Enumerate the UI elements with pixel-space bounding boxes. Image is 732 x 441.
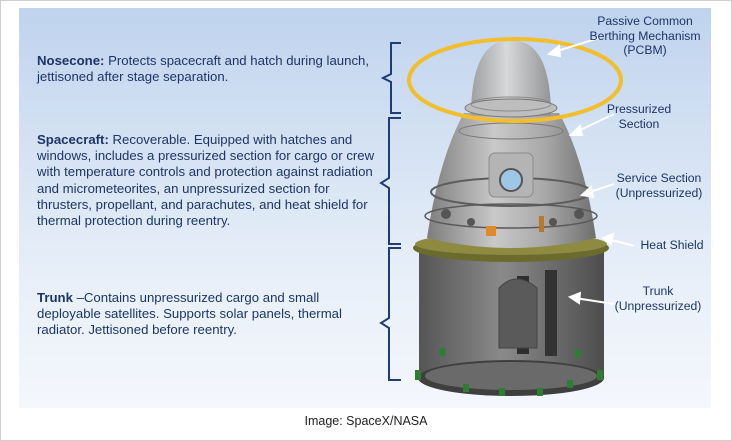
spacecraft-bracket bbox=[379, 117, 401, 245]
section-brackets bbox=[379, 42, 401, 381]
dragon-spacecraft-illustration bbox=[379, 37, 635, 396]
heat-shield-label: Heat Shield bbox=[640, 238, 704, 252]
trunk-description: Trunk –Contains unpressurized cargo and … bbox=[37, 290, 377, 339]
pressurized-arrow bbox=[575, 113, 615, 133]
spacecraft-text: Recoverable. Equipped with hatches and w… bbox=[37, 132, 375, 229]
nosecone-description: Nosecone: Protects spacecraft and hatch … bbox=[37, 53, 377, 85]
image-caption: Image: SpaceX/NASA bbox=[304, 414, 428, 428]
capsule-body bbox=[424, 113, 598, 248]
pressurized-section-label: Pressurized Section bbox=[606, 102, 672, 131]
nosecone-title: Nosecone: bbox=[37, 53, 105, 68]
diagram-panel: Nosecone: Protects spacecraft and hatch … bbox=[19, 8, 711, 408]
trunk-text: –Contains unpressurized cargo and small … bbox=[37, 290, 342, 338]
service-section-label: Service Section (Unpressurized) bbox=[615, 171, 703, 200]
pcbm-arrow bbox=[553, 37, 600, 53]
pcbm-highlight-ellipse bbox=[407, 37, 623, 123]
spacecraft-title: Spacecraft: bbox=[37, 132, 109, 147]
trunk-title: Trunk bbox=[37, 290, 73, 305]
pcbm-label: Passive Common Berthing Mechanism (PCBM) bbox=[589, 14, 701, 58]
nosecone-dome bbox=[464, 40, 558, 118]
trunk-arrow bbox=[574, 297, 615, 305]
nosecone-bracket bbox=[380, 42, 401, 114]
trunk-label: Trunk (Unpressurized) bbox=[614, 284, 702, 313]
trunk-body bbox=[415, 248, 604, 396]
label-arrows bbox=[546, 37, 635, 305]
nosecone-text: Protects spacecraft and hatch during lau… bbox=[37, 53, 370, 85]
spacecraft-description: Spacecraft: Recoverable. Equipped with h… bbox=[37, 132, 377, 229]
trunk-bracket bbox=[379, 247, 401, 381]
